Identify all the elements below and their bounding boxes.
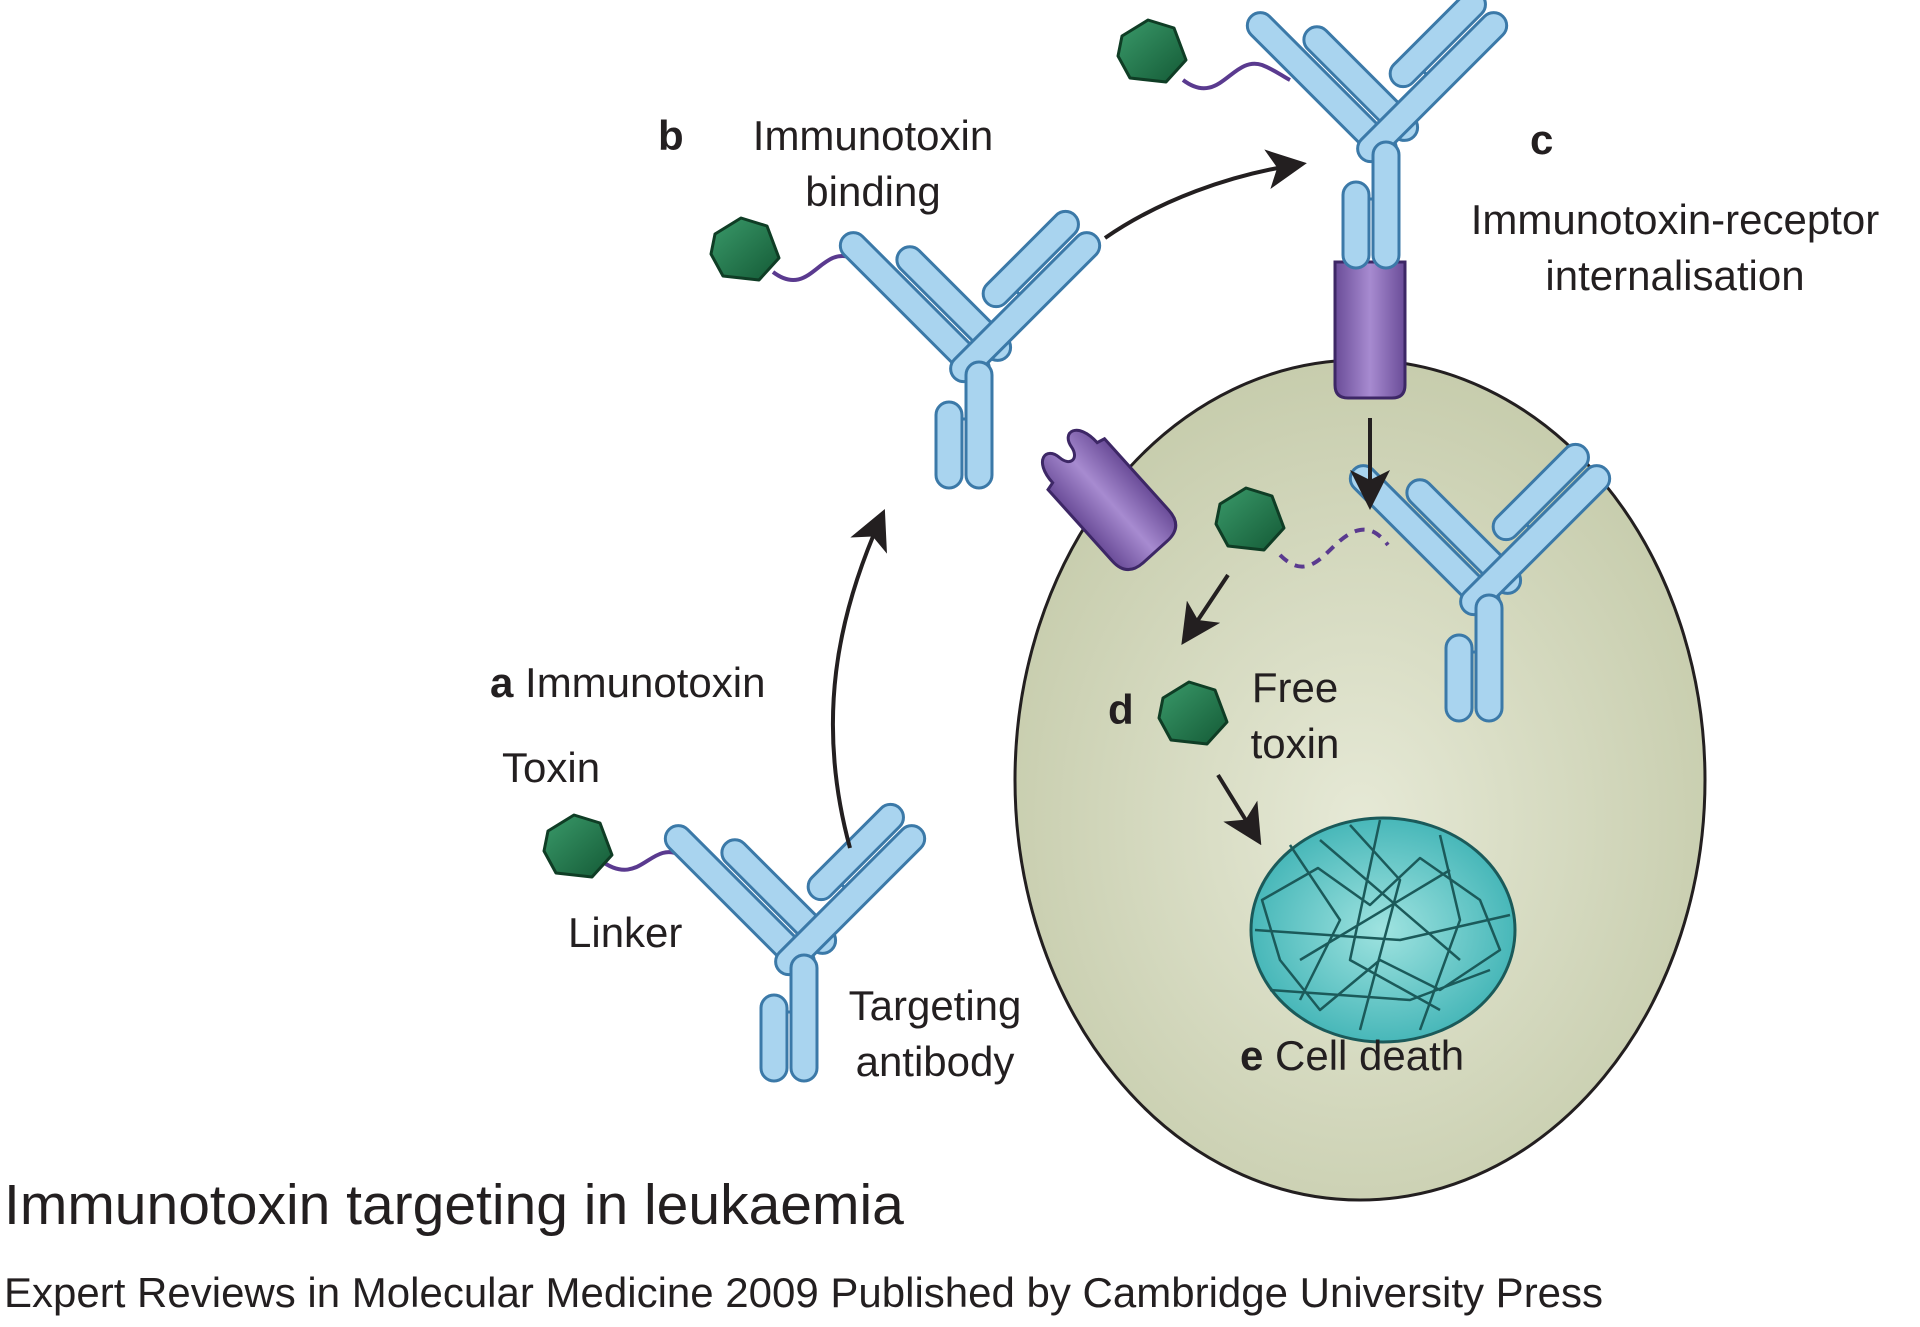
toxin-c xyxy=(1116,18,1188,84)
step-b-letter: b xyxy=(658,112,684,159)
shattered-nucleus xyxy=(1249,816,1517,1044)
label-step-e-text: Cell death xyxy=(1275,1032,1465,1079)
arrow-b-to-c xyxy=(1103,149,1307,240)
label-step-c: Immunotoxin-receptor internalisation xyxy=(1430,192,1920,304)
step-d-letter: d xyxy=(1108,686,1134,733)
label-step-b-line2: binding xyxy=(805,168,941,215)
step-c-letter: c xyxy=(1530,116,1554,163)
label-step-a: a Immunotoxin xyxy=(490,655,765,711)
cleaved-linker xyxy=(1278,527,1390,569)
label-targeting-antibody-line2: antibody xyxy=(855,1038,1015,1085)
targeting-antibody-b xyxy=(833,204,1107,490)
cell-surface-receptor xyxy=(1041,428,1178,572)
label-step-d: Free toxin xyxy=(1235,660,1355,772)
linker-c xyxy=(1181,61,1291,91)
label-targeting-antibody: Targeting antibody xyxy=(825,978,1045,1090)
label-step-b-letter: b xyxy=(658,108,684,164)
label-step-e-letter: e xyxy=(1240,1032,1264,1079)
arrow-cell-death xyxy=(1216,773,1262,846)
arrow-a-to-b xyxy=(830,509,887,849)
label-step-c-letter: c xyxy=(1530,112,1553,168)
label-step-d-letter: d xyxy=(1108,682,1134,738)
label-step-d-line2: toxin xyxy=(1250,720,1340,767)
antibody-bound-receptor xyxy=(1333,260,1407,400)
label-step-d-line1: Free xyxy=(1251,664,1339,711)
label-step-c-line2: internalisation xyxy=(1545,252,1805,299)
figure-source: Expert Reviews in Molecular Medicine 200… xyxy=(4,1269,1604,1316)
label-linker: Linker xyxy=(568,909,683,956)
label-step-c-line1: Immunotoxin-receptor xyxy=(1470,196,1880,243)
label-toxin: Toxin xyxy=(502,744,601,791)
label-step-b: Immunotoxin binding xyxy=(728,108,1018,220)
label-step-a-letter: a xyxy=(490,659,514,706)
toxin-a xyxy=(542,813,614,879)
figure-title: Immunotoxin targeting in leukaemia xyxy=(4,1173,904,1237)
label-step-a-text: Immunotoxin xyxy=(525,659,766,706)
label-step-b-line1: Immunotoxin xyxy=(752,112,994,159)
arrow-release-toxin xyxy=(1181,573,1230,645)
label-step-e: e Cell death xyxy=(1240,1028,1464,1084)
label-targeting-antibody-line1: Targeting xyxy=(848,982,1022,1029)
toxin-b xyxy=(709,216,781,282)
